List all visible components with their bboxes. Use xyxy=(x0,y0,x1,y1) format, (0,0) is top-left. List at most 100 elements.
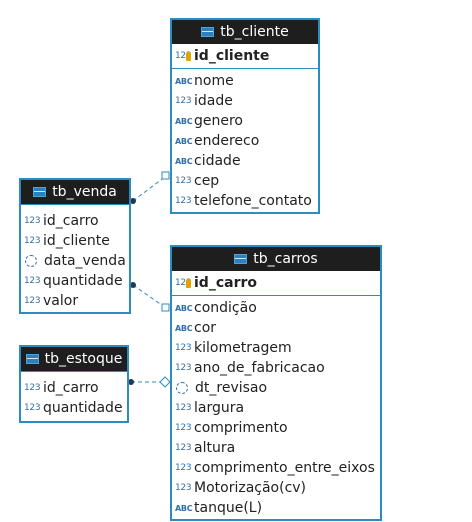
number-type-icon: 123 xyxy=(175,363,192,373)
primary-key-row[interactable]: 123 id_carro xyxy=(172,271,380,296)
link-venda-cliente[interactable] xyxy=(130,171,170,204)
column-name: condição xyxy=(194,300,257,316)
number-type-icon: 123 xyxy=(175,96,192,106)
number-type-icon: 123 xyxy=(24,296,41,306)
column-row[interactable]: dt_revisao xyxy=(172,378,380,398)
table-header[interactable]: tb_estoque xyxy=(21,347,127,371)
column-name: endereco xyxy=(194,133,260,149)
table-title: tb_cliente xyxy=(220,24,289,40)
number-type-icon: 123 xyxy=(175,483,192,493)
number-type-icon: 123 xyxy=(24,276,41,286)
link-square xyxy=(161,171,170,180)
column-name: id_carro xyxy=(194,275,257,291)
link-estoque-carros[interactable] xyxy=(128,376,171,388)
clock-icon xyxy=(25,255,37,267)
column-name: id_carro xyxy=(43,380,99,396)
table-header[interactable]: tb_carros xyxy=(172,247,380,271)
column-name: cidade xyxy=(194,153,241,169)
column-name: id_carro xyxy=(43,213,99,229)
table-title: tb_carros xyxy=(253,251,318,267)
column-name: altura xyxy=(194,440,236,456)
column-name: comprimento_entre_eixos xyxy=(194,460,375,476)
column-name: genero xyxy=(194,113,243,129)
clock-icon xyxy=(176,382,188,394)
column-name: data_venda xyxy=(44,253,126,269)
column-name: cep xyxy=(194,173,220,189)
abc-type-icon: ABC xyxy=(175,323,193,333)
link-dot xyxy=(130,282,136,288)
number-type-icon: 123 xyxy=(175,343,192,353)
number-type-icon: 123 xyxy=(175,443,192,453)
column-name: idade xyxy=(194,93,233,109)
number-type-icon: 123 xyxy=(24,403,41,413)
number-type-icon: 123 xyxy=(175,463,192,473)
abc-type-icon: ABC xyxy=(175,303,193,313)
key-icon: 123 xyxy=(175,51,194,61)
column-name: cor xyxy=(194,320,217,336)
column-name: kilometragem xyxy=(194,340,292,356)
column-row[interactable]: data_venda xyxy=(21,251,129,271)
table-icon xyxy=(25,354,39,364)
table-header[interactable]: tb_venda xyxy=(21,180,129,204)
link-dot xyxy=(130,198,136,204)
number-type-icon: 123 xyxy=(175,423,192,433)
column-name: quantidade xyxy=(43,273,123,289)
column-name: dt_revisao xyxy=(195,380,268,396)
abc-type-icon: ABC xyxy=(175,116,193,126)
key-icon: 123 xyxy=(175,278,194,288)
link-dot xyxy=(128,379,134,385)
abc-type-icon: ABC xyxy=(175,76,193,86)
number-type-icon: 123 xyxy=(175,403,192,413)
link-venda-carros[interactable] xyxy=(130,282,170,312)
column-name: comprimento xyxy=(194,420,288,436)
column-name: Motorização(cv) xyxy=(194,480,307,496)
link-square xyxy=(161,303,170,312)
table-title: tb_venda xyxy=(52,184,117,200)
table-header[interactable]: tb_cliente xyxy=(172,20,318,44)
table-icon xyxy=(33,187,47,197)
primary-key-row[interactable]: 123 id_cliente xyxy=(172,44,318,69)
column-name: telefone_contato xyxy=(194,193,312,209)
number-type-icon: 123 xyxy=(175,176,192,186)
column-name: nome xyxy=(194,73,234,89)
number-type-icon: 123 xyxy=(24,236,41,246)
column-name: tanque(L) xyxy=(194,500,263,516)
column-name: largura xyxy=(194,400,245,416)
abc-type-icon: ABC xyxy=(175,136,193,146)
table-icon xyxy=(201,27,215,37)
column-name: valor xyxy=(43,293,79,309)
link-diamond xyxy=(159,376,171,388)
abc-type-icon: ABC xyxy=(175,503,193,513)
column-name: ano_de_fabricacao xyxy=(194,360,325,376)
table-icon xyxy=(234,254,248,264)
column-name: quantidade xyxy=(43,400,123,416)
column-name: id_cliente xyxy=(43,233,110,249)
